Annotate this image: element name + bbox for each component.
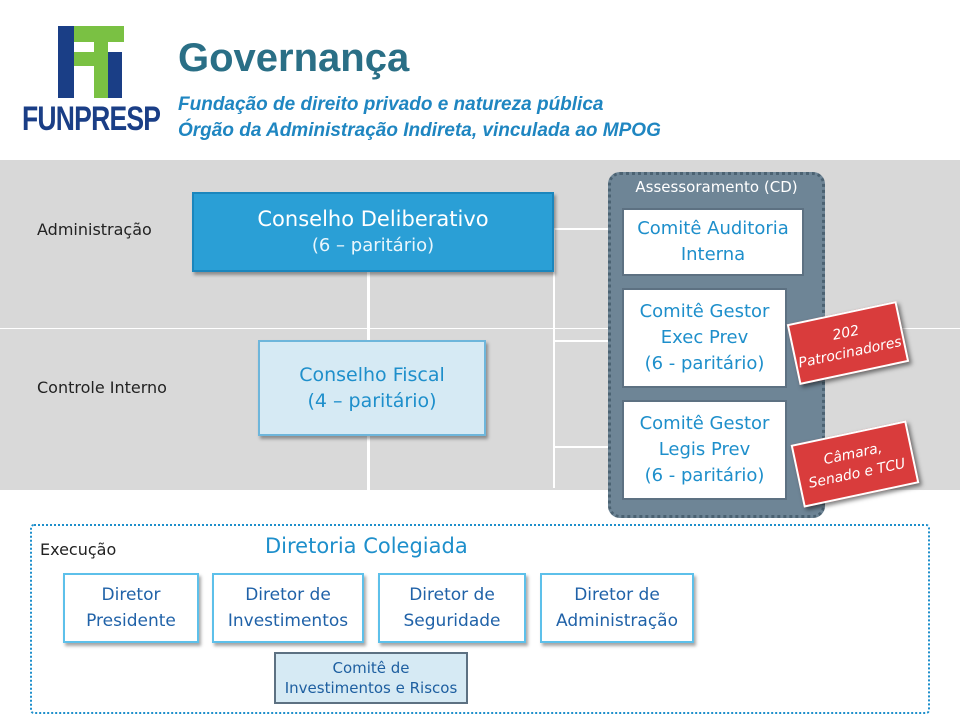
conselho-deliberativo-box: Conselho Deliberativo (6 – paritário) — [192, 192, 554, 272]
diretor-investimentos-line-1: Diretor de — [245, 585, 331, 605]
conselho-deliberativo-name: Conselho Deliberativo — [257, 207, 489, 231]
conselho-fiscal-box: Conselho Fiscal (4 – paritário) — [258, 340, 486, 436]
row-label-execucao: Execução — [40, 540, 117, 559]
diretor-administracao-box: Diretor de Administração — [540, 573, 694, 643]
diretor-investimentos-line-2: Investimentos — [227, 611, 349, 631]
connector-vertical-comites — [553, 228, 555, 488]
comite-auditoria-line-1: Comitê Auditoria — [637, 218, 789, 239]
assessoramento-title: Assessoramento (CD) — [635, 178, 798, 196]
comite-auditoria-line-2: Interna — [680, 244, 746, 265]
diretor-administracao-line-2: Administração — [556, 611, 678, 631]
diretor-presidente-line-2: Presidente — [86, 611, 176, 631]
subtitle-line-1: Fundação de direito privado e natureza p… — [178, 94, 604, 115]
comite-exec-prev-box: Comitê Gestor Exec Prev (6 - paritário) — [622, 288, 787, 388]
funpresp-logo — [22, 22, 157, 142]
logo-wordmark: FUNPRESP — [22, 100, 161, 138]
connector-to-exec — [553, 340, 623, 342]
diretor-seguridade-line-1: Diretor de — [409, 585, 495, 605]
row-label-administracao: Administração — [37, 220, 152, 239]
connector-cd-cf — [367, 270, 370, 342]
diretoria-colegiada-title: Diretoria Colegiada — [265, 534, 468, 558]
comite-auditoria-box: Comitê Auditoria Interna — [622, 208, 804, 276]
comite-legis-line-2: Legis Prev — [658, 439, 751, 460]
comite-exec-line-3: (6 - paritário) — [644, 353, 765, 374]
connector-cf-diretoria — [367, 436, 370, 526]
comite-legis-line-1: Comitê Gestor — [639, 413, 770, 434]
diretor-presidente-box: Diretor Presidente — [63, 573, 199, 643]
comite-legis-prev-box: Comitê Gestor Legis Prev (6 - paritário) — [622, 400, 787, 500]
comite-investimentos-riscos-box: Comitê de Investimentos e Riscos — [274, 652, 468, 704]
diretor-seguridade-line-2: Seguridade — [403, 611, 501, 631]
comite-exec-line-2: Exec Prev — [660, 327, 749, 348]
execucao-border — [30, 524, 930, 714]
comite-legis-line-3: (6 - paritário) — [644, 465, 765, 486]
connector-to-legis — [553, 446, 623, 448]
comite-investimentos-line-2: Investimentos e Riscos — [284, 679, 458, 697]
subtitle-line-2: Órgão da Administração Indireta, vincula… — [178, 120, 661, 141]
diretor-investimentos-box: Diretor de Investimentos — [212, 573, 364, 643]
diretor-presidente-line-1: Diretor — [101, 585, 161, 605]
conselho-fiscal-detail: (4 – paritário) — [307, 390, 437, 412]
row-label-controle-interno: Controle Interno — [37, 378, 167, 397]
funpresp-logo-mark — [58, 26, 124, 98]
comite-exec-line-1: Comitê Gestor — [639, 301, 770, 322]
diretor-seguridade-box: Diretor de Seguridade — [378, 573, 526, 643]
comite-investimentos-line-1: Comitê de — [332, 659, 410, 677]
page-title: Governança — [178, 36, 410, 80]
conselho-fiscal-name: Conselho Fiscal — [299, 364, 445, 386]
conselho-deliberativo-detail: (6 – paritário) — [311, 235, 435, 256]
diretor-administracao-line-1: Diretor de — [574, 585, 660, 605]
connector-to-auditoria — [553, 228, 623, 230]
